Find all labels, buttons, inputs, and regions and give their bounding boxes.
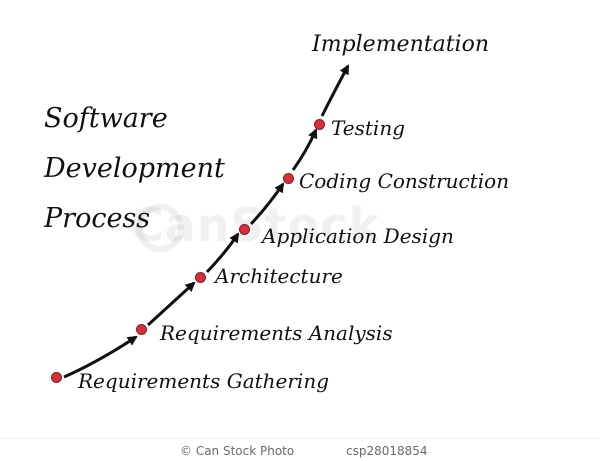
step-dot-2 [136, 324, 147, 335]
step-label-4: Application Design [262, 224, 454, 248]
step-dot-4 [239, 224, 250, 235]
title-line-2: Development [44, 153, 225, 184]
stock-footer: © Can Stock Photo csp28018854 [0, 438, 600, 461]
step-label-2: Requirements Analysis [160, 321, 393, 345]
step-label-1: Requirements Gathering [78, 369, 330, 393]
step-dot-1 [51, 372, 62, 383]
watermark-text: CanStock [130, 198, 381, 252]
arrow-1 [63, 335, 138, 379]
title-line-3: Process [44, 203, 151, 234]
step-label-3: Architecture [215, 264, 343, 288]
arrow-4 [249, 182, 285, 226]
arrow-5 [291, 128, 318, 171]
arrow-6 [320, 64, 350, 117]
footer-credit: © Can Stock Photo [180, 444, 295, 458]
title-line-1: Software [44, 103, 168, 134]
diagram-title: Software Development Process [44, 94, 225, 244]
watermark-logo-icon [136, 204, 184, 252]
step-label-6: Testing [331, 116, 406, 140]
step-dot-6 [314, 119, 325, 130]
step-label-5: Coding Construction [299, 169, 510, 193]
step-dot-5 [283, 173, 294, 184]
footer-image-id: csp28018854 [346, 444, 428, 458]
arrow-3 [205, 232, 240, 274]
step-dot-3 [195, 272, 206, 283]
final-step-label: Implementation [312, 32, 489, 57]
arrow-2 [146, 281, 196, 327]
